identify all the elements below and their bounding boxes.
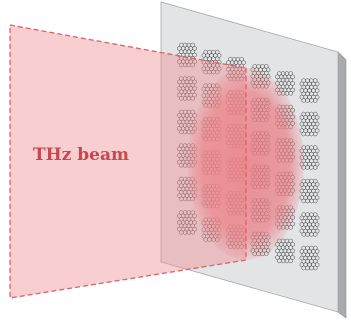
hexagon-cell-cluster	[177, 210, 197, 235]
hexagon-cell-cluster	[299, 212, 320, 237]
hexagon-cell-cluster	[177, 109, 197, 135]
beam-label: THz beam	[33, 145, 129, 165]
plate-side-edge	[337, 51, 347, 319]
beam-spot	[188, 68, 304, 260]
hexagon-cell-cluster	[299, 245, 320, 271]
hexagon-cell-cluster	[299, 78, 320, 103]
thz-beam-plane	[9, 24, 247, 299]
hexagon-cell-cluster	[177, 76, 197, 101]
hexagon-cell-cluster	[299, 111, 320, 137]
